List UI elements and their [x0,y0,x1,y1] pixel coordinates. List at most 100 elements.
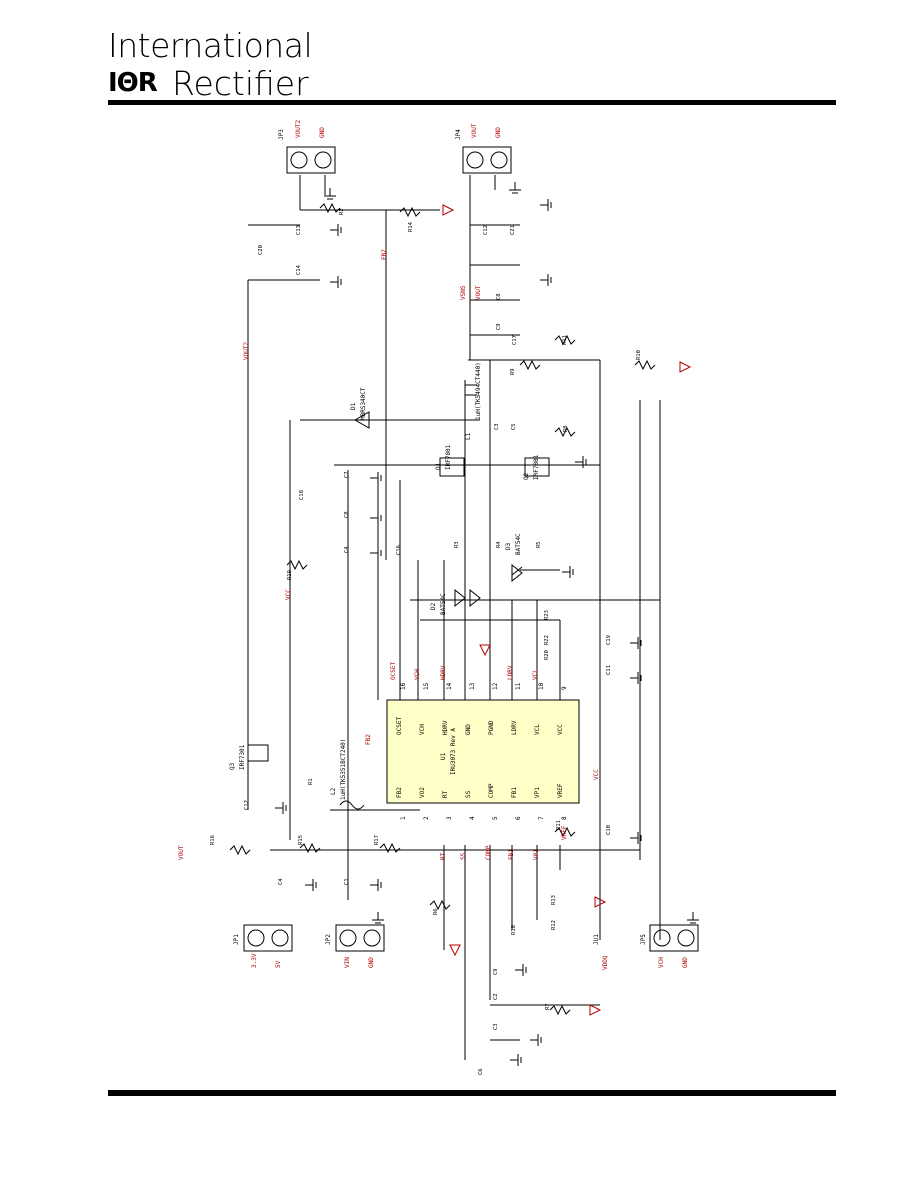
svg-text:3.3V: 3.3V [251,953,258,968]
svg-text:1uH(TK5494CT440): 1uH(TK5494CT440) [475,362,482,420]
svg-text:GND: GND [682,957,689,968]
ground-symbols [275,182,699,1066]
svg-text:VOUT2: VOUT2 [295,120,302,138]
passive-refs: R2 R14 R11 R9 R10 R8 R3 R4 R5 R19 R1 R16… [210,208,642,1075]
svg-text:6: 6 [515,816,522,820]
svg-text:R19: R19 [287,570,293,580]
svg-text:R9: R9 [510,368,516,375]
svg-text:R3: R3 [454,541,460,548]
svg-text:IRF7801: IRF7801 [533,454,540,480]
svg-text:2: 2 [423,816,430,820]
footer-divider [108,1090,836,1096]
svg-text:VCH: VCH [658,957,665,968]
mosfet-q2 [524,457,550,477]
svg-text:R1: R1 [308,778,314,785]
svg-text:11: 11 [515,682,522,690]
terminal-blocks [243,146,699,952]
svg-text:C10: C10 [606,825,612,835]
svg-text:RT: RT [442,790,449,798]
svg-text:15: 15 [423,682,430,690]
svg-text:R17: R17 [374,835,380,845]
svg-text:C3: C3 [493,1023,499,1030]
port-arrows [442,204,692,1016]
svg-text:C13: C13 [296,225,302,235]
company-logo: International IΘR Rectifier [108,26,368,106]
svg-text:C8: C8 [344,511,350,518]
svg-text:VCL: VCL [532,669,539,680]
header-divider [108,100,836,105]
svg-text:C6: C6 [478,1068,484,1075]
svg-text:U1: U1 [440,752,447,760]
svg-text:Q1: Q1 [435,462,442,470]
svg-text:MBRS340CT: MBRS340CT [360,387,367,420]
svg-text:VO2: VO2 [419,787,426,798]
svg-text:R10: R10 [636,350,642,360]
svg-text:R7: R7 [545,1003,551,1010]
svg-text:FB1: FB1 [508,849,515,860]
svg-text:Q3: Q3 [229,762,236,770]
resistors [229,202,656,1016]
svg-text:VREF: VREF [561,825,568,840]
svg-text:C8: C8 [496,293,502,300]
svg-text:OCSET: OCSET [396,717,403,735]
svg-text:BAT54C: BAT54C [515,533,522,555]
svg-text:C19: C19 [606,635,612,645]
svg-text:C20: C20 [258,245,264,255]
svg-text:VOUT: VOUT [471,123,478,138]
svg-text:LDRV: LDRV [507,665,514,680]
svg-text:C1: C1 [344,878,350,885]
svg-text:VCC: VCC [557,724,564,735]
svg-text:PGND: PGND [488,720,495,735]
diode-d3 [511,563,523,583]
svg-text:D1: D1 [350,402,357,410]
svg-text:C7: C7 [344,471,350,478]
svg-text:3: 3 [446,816,453,820]
svg-text:GND: GND [319,127,326,138]
svg-text:5: 5 [492,816,499,820]
svg-text:OCSET: OCSET [390,662,397,680]
svg-text:VCC: VCC [593,769,600,780]
svg-text:L1: L1 [465,432,472,440]
svg-text:C9: C9 [493,968,499,975]
svg-text:RT: RT [440,852,447,860]
svg-text:VP1: VP1 [534,787,541,798]
company-name-line1: International [108,26,313,65]
svg-text:16: 16 [400,682,407,690]
svg-text:C5: C5 [511,423,517,430]
svg-text:9: 9 [561,686,568,690]
svg-text:SS: SS [460,852,467,860]
semiconductors [247,384,550,810]
svg-text:GND: GND [465,724,472,735]
svg-text:GND: GND [368,957,375,968]
svg-text:R6: R6 [433,908,439,915]
svg-text:R5: R5 [536,541,542,548]
svg-text:FB2: FB2 [365,734,372,745]
svg-text:FB1: FB1 [511,787,518,798]
svg-text:SS: SS [465,790,472,798]
svg-text:10: 10 [538,682,545,690]
svg-text:FB2: FB2 [396,787,403,798]
svg-text:VOUT2: VOUT2 [243,342,250,360]
svg-text:5V: 5V [275,960,282,968]
svg-text:FB2: FB2 [381,249,388,260]
ior-logo-mark: IΘR [108,68,158,98]
svg-text:VDDQ: VDDQ [602,955,609,970]
svg-text:C18: C18 [299,490,305,500]
svg-text:R12: R12 [551,920,557,930]
svg-text:R16: R16 [210,835,216,845]
svg-text:C12: C12 [483,225,489,235]
svg-text:R13: R13 [551,895,557,905]
svg-text:VOUT: VOUT [178,845,185,860]
svg-text:VREF: VREF [557,783,564,798]
svg-text:4: 4 [469,816,476,820]
svg-text:13: 13 [469,682,476,690]
svg-text:R4: R4 [496,541,502,548]
svg-text:GND: GND [495,127,502,138]
svg-text:C11: C11 [606,665,612,675]
svg-text:R11: R11 [562,335,568,345]
svg-text:VCL: VCL [534,724,541,735]
mosfet-q3 [247,744,269,762]
inductor-l2 [339,800,365,810]
svg-text:C4: C4 [278,878,284,885]
